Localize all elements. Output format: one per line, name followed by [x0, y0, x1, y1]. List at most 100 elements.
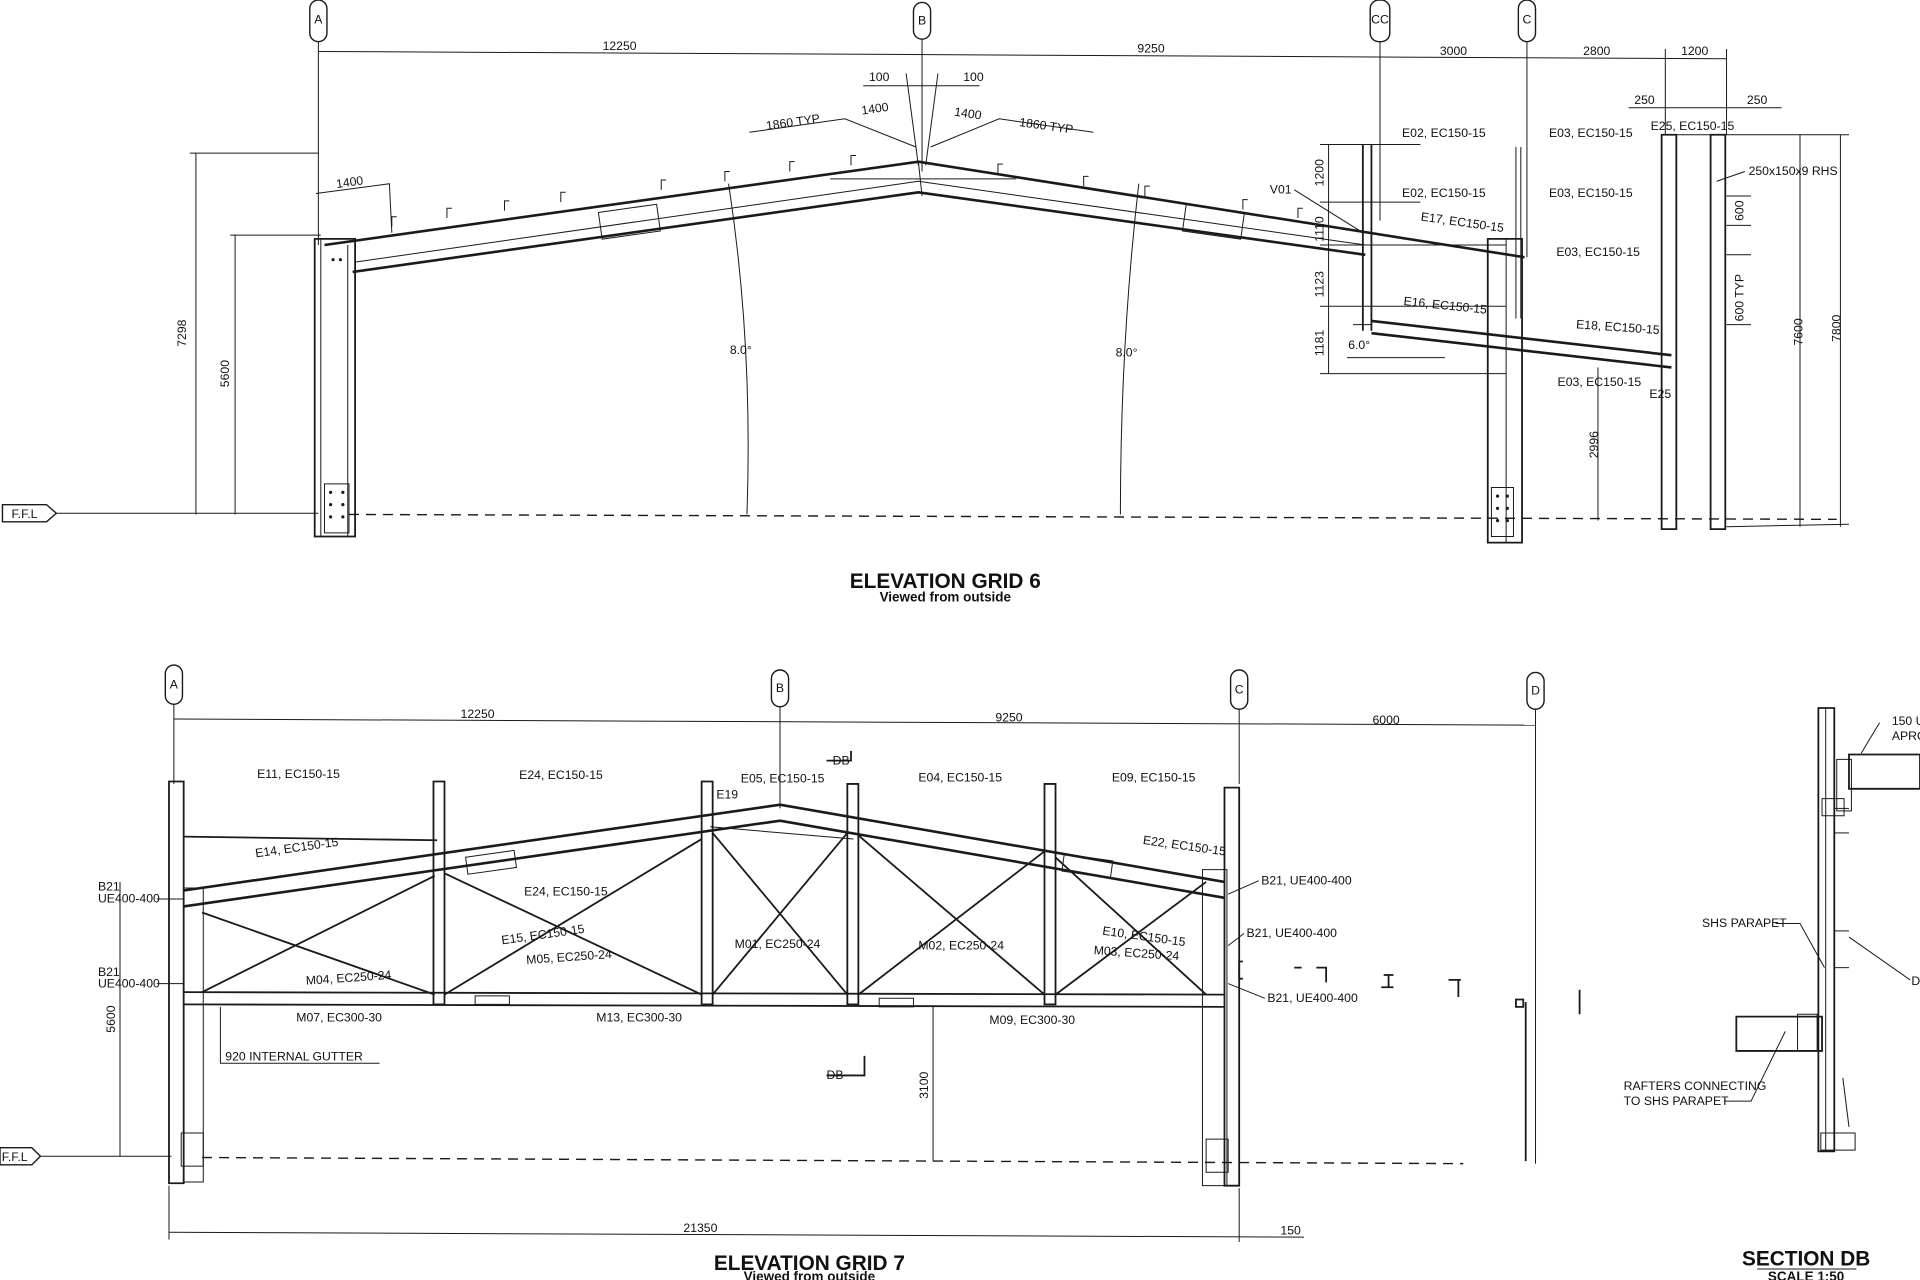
svg-text:F.F.L: F.F.L: [2, 1150, 28, 1164]
svg-text:E03, EC150-15: E03, EC150-15: [1556, 245, 1640, 259]
svg-text:C: C: [1235, 682, 1244, 696]
svg-text:7800: 7800: [1829, 314, 1843, 341]
elevation-grid-6-title: ELEVATION GRID 6: [850, 570, 1041, 593]
svg-text:SHS PARAPET: SHS PARAPET: [1702, 916, 1787, 930]
svg-text:250x150x9 RHS: 250x150x9 RHS: [1749, 164, 1838, 178]
elevation-grid-7-title: ELEVATION GRID 7: [714, 1252, 905, 1275]
svg-text:M09, EC300-30: M09, EC300-30: [989, 1013, 1075, 1027]
svg-text:M03, EC250-24: M03, EC250-24: [1093, 943, 1180, 963]
svg-text:B21, UE400-400: B21, UE400-400: [1247, 926, 1338, 940]
svg-text:M02, EC250-24: M02, EC250-24: [918, 938, 1004, 952]
elevation-grid-6-subtitle: Viewed from outside: [880, 589, 1012, 604]
grid-bubble-a-bottom: A: [165, 665, 182, 704]
svg-text:7298: 7298: [175, 319, 189, 346]
svg-text:12250: 12250: [461, 707, 495, 721]
svg-text:3100: 3100: [917, 1071, 931, 1098]
grid-bubble-b-bottom: B: [771, 670, 788, 707]
svg-text:CC: CC: [1371, 12, 1389, 26]
svg-text:E03, EC150-15: E03, EC150-15: [1549, 186, 1633, 200]
svg-text:E04, EC150-15: E04, EC150-15: [918, 770, 1002, 784]
svg-text:E25: E25: [1649, 387, 1671, 401]
section-db-title: SECTION DB: [1742, 1247, 1870, 1270]
svg-text:E09, EC150-15: E09, EC150-15: [1112, 770, 1196, 784]
svg-text:600 TYP: 600 TYP: [1733, 274, 1747, 321]
svg-text:E25, EC150-15: E25, EC150-15: [1651, 119, 1735, 133]
svg-text:M04, EC250-24: M04, EC250-24: [305, 968, 392, 988]
grid-bubble-c: C: [1518, 0, 1535, 42]
svg-text:920 INTERNAL GUTTER: 920 INTERNAL GUTTER: [225, 1050, 363, 1064]
svg-text:1110: 1110: [1313, 216, 1327, 242]
svg-text:1860 TYP: 1860 TYP: [765, 111, 821, 132]
svg-text:150: 150: [1280, 1224, 1301, 1238]
svg-text:1200: 1200: [1313, 159, 1327, 186]
rafters-grid-7: [184, 805, 1225, 1007]
svg-text:B21, UE400-400: B21, UE400-400: [1267, 991, 1358, 1005]
svg-text:21350: 21350: [683, 1221, 717, 1235]
svg-text:F.F.L: F.F.L: [12, 507, 38, 521]
svg-text:B21, UE400-400: B21, UE400-400: [1261, 873, 1352, 887]
svg-text:DB: DB: [833, 753, 850, 767]
svg-text:2800: 2800: [1583, 44, 1610, 58]
svg-text:6000: 6000: [1373, 713, 1400, 727]
svg-text:E11, EC150-15: E11, EC150-15: [257, 767, 340, 781]
svg-text:1200: 1200: [1681, 44, 1708, 58]
svg-text:E24, EC150-15: E24, EC150-15: [519, 768, 603, 782]
svg-text:M13, EC300-30: M13, EC300-30: [596, 1011, 682, 1025]
bracing-grid-7: [202, 833, 1206, 995]
section-db: 150 U APRO SHS PARAPET D RAFTERS CONNECT…: [1624, 708, 1920, 1280]
svg-text:E03, EC150-15: E03, EC150-15: [1558, 375, 1642, 389]
elevation-grid-6: A B CC C 12250 9250 3000 2800 1200 250 2: [2, 0, 1849, 604]
svg-text:TO SHS PARAPET: TO SHS PARAPET: [1624, 1094, 1729, 1108]
grid-bubble-cc: CC: [1370, 0, 1390, 42]
misc-details-right: [1239, 962, 1579, 1162]
svg-text:M07, EC300-30: M07, EC300-30: [296, 1011, 382, 1025]
svg-text:M05, EC250-24: M05, EC250-24: [526, 947, 613, 967]
svg-text:600: 600: [1733, 200, 1747, 221]
purlin-cleats-top: [392, 156, 1303, 227]
svg-text:UE400-400: UE400-400: [98, 976, 160, 990]
svg-text:B21: B21: [98, 965, 120, 979]
svg-text:150 U: 150 U: [1892, 714, 1920, 728]
svg-text:E19: E19: [716, 788, 738, 802]
svg-text:250: 250: [1747, 93, 1768, 107]
svg-text:RAFTERS CONNECTING: RAFTERS CONNECTING: [1624, 1079, 1767, 1093]
svg-text:6.0°: 6.0°: [1348, 338, 1370, 352]
svg-text:E02, EC150-15: E02, EC150-15: [1402, 126, 1486, 140]
section-marker-db-bottom: DB: [827, 1056, 865, 1082]
canopy-frame-top: 1200 1110 1123 1181 6.0° 7600: [1313, 135, 1849, 543]
ffl-tag-bottom: F.F.L: [0, 1148, 40, 1165]
svg-text:12250: 12250: [603, 39, 637, 53]
svg-text:250: 250: [1634, 93, 1655, 107]
svg-text:B: B: [776, 681, 784, 695]
svg-text:2996: 2996: [1587, 431, 1601, 458]
svg-text:C: C: [1523, 12, 1532, 26]
svg-text:D: D: [1531, 684, 1540, 698]
svg-text:A: A: [170, 677, 179, 691]
svg-text:3000: 3000: [1440, 44, 1467, 58]
section-marker-db-top: DB: [827, 751, 851, 767]
svg-text:100: 100: [963, 70, 984, 84]
svg-text:A: A: [314, 12, 323, 26]
svg-text:UE400-400: UE400-400: [98, 892, 160, 906]
svg-text:M01, EC250-24: M01, EC250-24: [735, 937, 821, 951]
svg-text:1400: 1400: [335, 173, 364, 191]
svg-text:1123: 1123: [1313, 271, 1327, 298]
svg-text:E15, EC150-15: E15, EC150-15: [501, 922, 586, 948]
elevation-grid-7-subtitle: Viewed from outside: [744, 1269, 876, 1280]
svg-text:E24, EC150-15: E24, EC150-15: [524, 884, 608, 898]
svg-text:E03, EC150-15: E03, EC150-15: [1549, 126, 1633, 140]
svg-text:B21: B21: [98, 879, 120, 893]
svg-text:8.0°: 8.0°: [1116, 345, 1138, 359]
rafters-grid-6: [324, 162, 1524, 272]
svg-text:5600: 5600: [218, 360, 232, 387]
svg-text:100: 100: [869, 70, 890, 84]
svg-text:7600: 7600: [1791, 318, 1805, 345]
svg-text:E18, EC150-15: E18, EC150-15: [1576, 317, 1661, 337]
grid-bubble-a: A: [310, 0, 327, 42]
grid-bubble-b: B: [913, 2, 930, 39]
svg-text:APRO: APRO: [1892, 729, 1920, 743]
svg-text:9250: 9250: [995, 710, 1022, 724]
svg-text:8.0°: 8.0°: [730, 343, 752, 357]
svg-text:5600: 5600: [104, 1005, 118, 1032]
